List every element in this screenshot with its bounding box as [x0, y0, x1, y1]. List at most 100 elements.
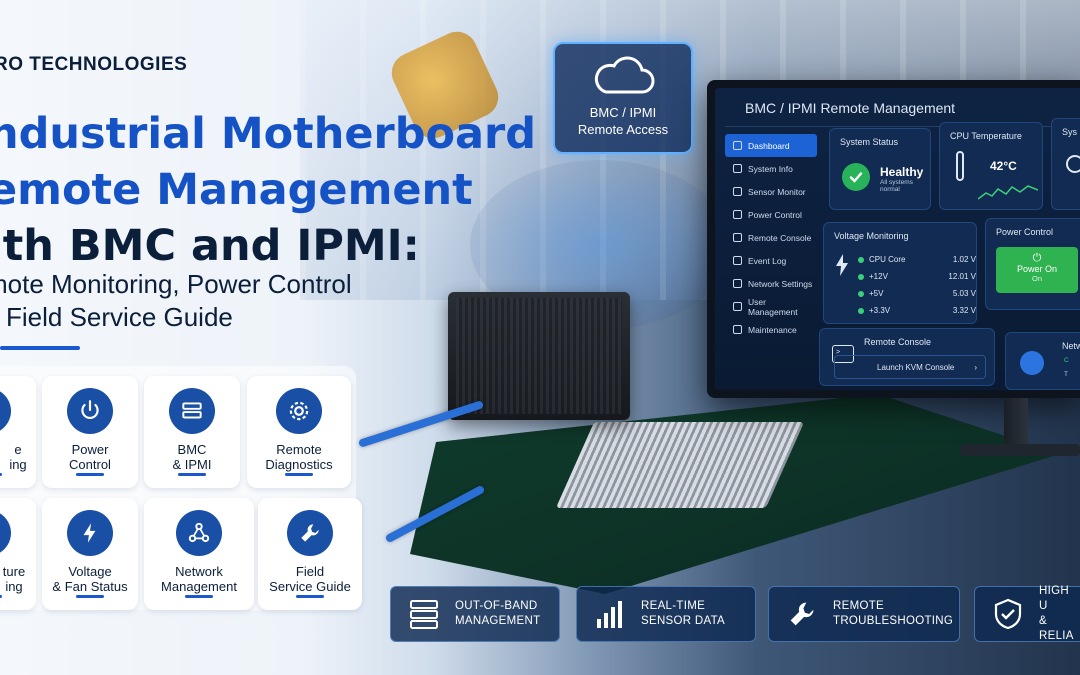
badge-label-1a: OUT-OF-BAND — [455, 600, 538, 612]
lightning-icon — [836, 254, 848, 276]
power-on-button[interactable]: ⏻ Power On On — [996, 247, 1078, 293]
heatsink-graphic — [555, 422, 805, 508]
globe-icon — [1020, 351, 1044, 375]
gauge-icon — [733, 187, 742, 196]
sidebar-item-event-log[interactable]: Event Log — [725, 249, 817, 272]
card-heading: Netw — [1062, 341, 1080, 351]
badge-label-3b: TROUBLESHOOTING — [833, 615, 954, 627]
bar-chart-icon — [597, 601, 622, 628]
sidebar-label: Network Settings — [748, 278, 813, 289]
feature-label-6a: Voltage — [68, 564, 112, 579]
title-underline — [0, 346, 80, 350]
lightning-icon — [67, 510, 113, 556]
power-icon: ⏻ — [1032, 252, 1042, 264]
network-status-1: C — [1064, 357, 1069, 364]
card-heading: Voltage Monitoring — [834, 231, 909, 241]
cloud-remote-access-callout: BMC / IPMI Remote Access — [553, 42, 693, 154]
sidebar-label: Power Control — [748, 209, 802, 220]
page-title: ndustrial Motherboard emote Management i… — [0, 106, 536, 274]
feature-label-1a: e — [14, 442, 22, 457]
badge-real-time-sensor-data: REAL-TIME SENSOR DATA — [576, 586, 756, 642]
remote-console-card: Remote Console >_ Launch KVM Console› — [819, 328, 995, 386]
thermometer-icon — [0, 510, 11, 556]
bmc-dashboard-screen: BMC / IPMI Remote Management Dashboard S… — [715, 88, 1080, 390]
feature-underline — [296, 595, 324, 598]
title-line-2: emote Management — [0, 165, 473, 215]
badge-label-2b: SENSOR DATA — [641, 615, 726, 627]
terminal-icon: >_ — [832, 345, 854, 363]
feature-label-3a: BMC — [177, 442, 207, 457]
fan-icon — [1066, 155, 1080, 173]
sidebar-label: Event Log — [748, 255, 787, 266]
feature-label-6b: & Fan Status — [52, 579, 128, 594]
sidebar-label: Remote Console — [748, 232, 812, 243]
sidebar-label: Maintenance — [748, 324, 797, 335]
user-icon — [733, 302, 742, 311]
cloud-label-1: BMC / IPMI — [589, 105, 657, 120]
feature-label-8b: Service Guide — [269, 579, 351, 594]
card-heading: Remote Console — [864, 337, 932, 347]
network-status-2: T — [1064, 371, 1068, 378]
voltage-value: 5.03 V — [952, 289, 976, 298]
feature-tile-voltage-fan: Voltage& Fan Status — [42, 498, 138, 610]
sidebar-label: User Management — [748, 296, 798, 317]
network-icon — [176, 510, 222, 556]
feature-label-2b: Control — [69, 457, 111, 472]
thermometer-icon — [956, 151, 964, 181]
sidebar-item-sensor-monitor[interactable]: Sensor Monitor — [725, 180, 817, 203]
card-heading: Power Control — [996, 227, 1054, 237]
sidebar-item-system-info[interactable]: System Info — [725, 157, 817, 180]
sidebar-item-power-control[interactable]: Power Control — [725, 203, 817, 226]
monitor-stand — [1004, 398, 1028, 448]
feature-underline — [0, 595, 2, 598]
sidebar-label: System Info — [748, 163, 793, 174]
monitor-icon — [0, 388, 11, 434]
badge-out-of-band: OUT-OF-BAND MANAGEMENT — [390, 586, 560, 642]
wrench-icon — [790, 602, 814, 626]
sidebar-item-maintenance[interactable]: Maintenance — [725, 318, 817, 341]
badge-label-2a: REAL-TIME — [641, 600, 706, 612]
feature-tile-bmc-ipmi: BMC& IPMI — [144, 376, 240, 488]
voltage-label: +5V — [869, 289, 884, 298]
mini-pc-graphic — [448, 292, 630, 420]
feature-underline — [185, 595, 213, 598]
launch-kvm-console-button[interactable]: Launch KVM Console› — [834, 355, 986, 379]
feature-label-5b: ing — [5, 579, 23, 594]
power-icon — [67, 388, 113, 434]
monitor: BMC / IPMI Remote Management Dashboard S… — [707, 80, 1080, 398]
status-dot — [858, 256, 864, 263]
voltage-value: 3.32 V — [952, 306, 976, 315]
console-icon — [733, 233, 742, 242]
wrench-icon — [287, 510, 333, 556]
card-heading: System Status — [840, 137, 899, 147]
status-dot — [858, 307, 864, 314]
sidebar-item-remote-console[interactable]: Remote Console — [725, 226, 817, 249]
voltage-label: CPU Core — [869, 255, 906, 264]
status-dot — [858, 273, 864, 280]
feature-label-1b: ing — [9, 457, 27, 472]
dashboard-sidebar: Dashboard System Info Sensor Monitor Pow… — [725, 134, 817, 341]
sidebar-item-network-settings[interactable]: Network Settings — [725, 272, 817, 295]
feature-label-5a: ture — [2, 564, 26, 579]
badge-label-1b: MANAGEMENT — [455, 615, 541, 627]
sidebar-label: Dashboard — [748, 140, 790, 151]
server-stack-icon — [410, 600, 438, 629]
sidebar-item-user-management[interactable]: User Management — [725, 295, 817, 318]
sidebar-item-dashboard[interactable]: Dashboard — [725, 134, 817, 157]
power-button-label: Power On — [1016, 264, 1058, 274]
kvm-button-label: Launch KVM Console — [877, 362, 955, 372]
dashboard-title: BMC / IPMI Remote Management — [745, 100, 956, 116]
feature-underline — [178, 473, 206, 476]
voltage-label: +3.3V — [869, 306, 891, 315]
home-icon — [733, 141, 742, 150]
voltage-value: 12.01 V — [948, 272, 976, 281]
power-state-label: On — [1031, 274, 1042, 283]
